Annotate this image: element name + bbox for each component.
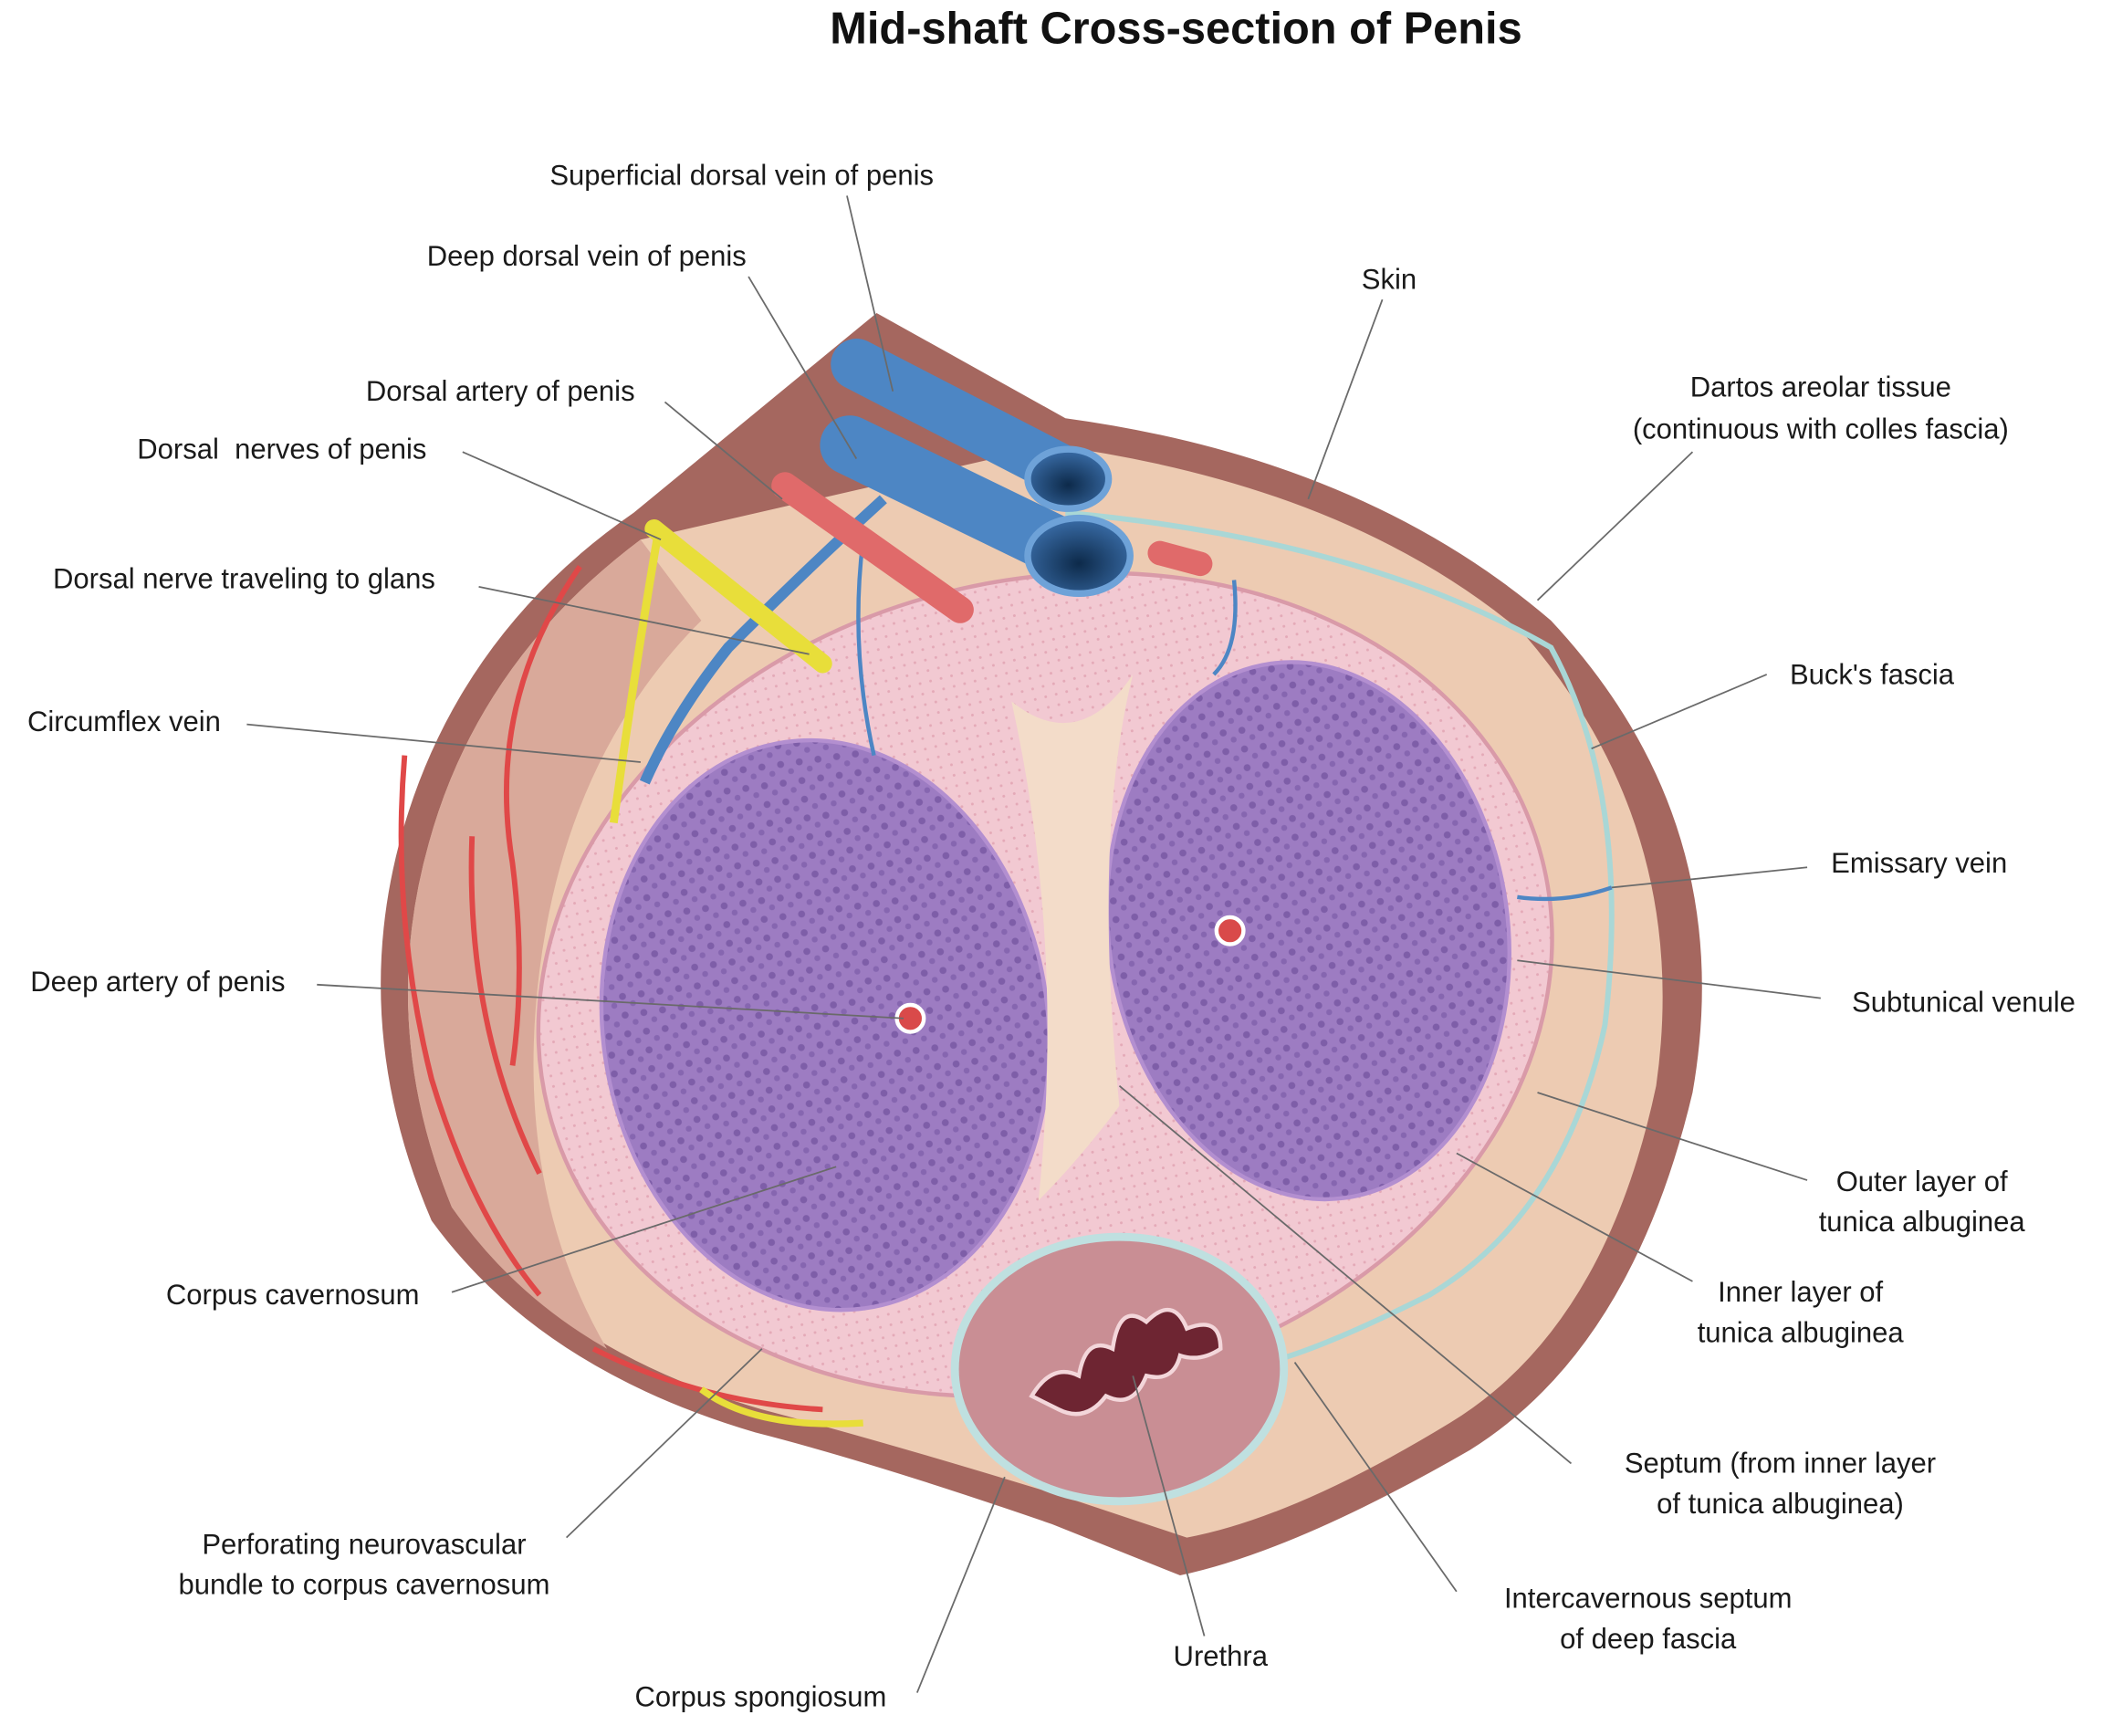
label-dartos-1: Dartos areolar tissue	[1690, 371, 1951, 403]
label-intercavernous-septum-1: Intercavernous septum	[1504, 1582, 1792, 1614]
label-bucks-fascia: Buck's fascia	[1790, 658, 1955, 690]
label-outer-layer-1: Outer layer of	[1836, 1166, 2008, 1197]
superficial-vein-lumen	[1024, 445, 1113, 512]
illustration	[381, 312, 1702, 1576]
septum	[1011, 674, 1134, 1201]
label-corpus-cavernosum: Corpus cavernosum	[166, 1279, 420, 1311]
label-outer-layer-2: tunica albuginea	[1819, 1206, 2026, 1238]
label-intercavernous-septum-2: of deep fascia	[1560, 1623, 1737, 1655]
emissary-vein	[1517, 885, 1613, 902]
bucks-fascia	[1065, 509, 1615, 1365]
label-superficial-dorsal-vein: Superficial dorsal vein of penis	[549, 160, 934, 192]
label-septum-2: of tunica albuginea)	[1657, 1488, 1904, 1520]
label-inner-layer-1: Inner layer of	[1718, 1276, 1883, 1308]
dorsal-artery	[771, 472, 974, 623]
circumflex-vein-branch	[856, 539, 876, 757]
perforating-nerve	[699, 1386, 863, 1427]
label-septum-1: Septum (from inner layer	[1625, 1448, 1936, 1480]
label-perforating-bundle-1: Perforating neurovascular	[202, 1528, 526, 1560]
subtunical-venule	[1212, 580, 1238, 676]
label-deep-artery: Deep artery of penis	[30, 966, 285, 998]
deep-vein-lumen	[1024, 514, 1134, 597]
label-dartos-2: (continuous with colles fascia)	[1633, 413, 2009, 444]
label-dorsal-nerve-glans: Dorsal nerve traveling to glans	[53, 562, 435, 594]
circumflex-nerve	[609, 532, 663, 824]
label-perforating-bundle-2: bundle to corpus cavernosum	[179, 1569, 550, 1601]
corpus-cavernosum-right	[1104, 660, 1511, 1202]
label-dorsal-nerves: Dorsal nerves of penis	[137, 434, 426, 465]
label-urethra: Urethra	[1174, 1640, 1269, 1672]
leader-lines	[246, 195, 1821, 1693]
corpus-cavernosum-left	[599, 737, 1051, 1312]
diagram-title: Mid-shaft Cross-section of Penis	[830, 4, 1521, 53]
dorsal-artery-right	[1147, 540, 1213, 577]
label-emissary-vein: Emissary vein	[1831, 847, 2007, 879]
dorsal-nerve	[644, 519, 832, 674]
label-inner-layer-2: tunica albuginea	[1698, 1316, 1905, 1348]
urethra	[1029, 1307, 1223, 1417]
deep-artery-right	[1214, 915, 1246, 946]
label-subtunical-venule: Subtunical venule	[1852, 986, 2075, 1018]
label-deep-dorsal-vein: Deep dorsal vein of penis	[427, 240, 747, 272]
label-skin: Skin	[1362, 263, 1417, 295]
label-dorsal-artery: Dorsal artery of penis	[366, 375, 635, 407]
lateral-surface	[407, 539, 702, 1349]
label-circumflex-vein: Circumflex vein	[27, 706, 221, 737]
surface-arteries	[398, 565, 823, 1413]
labels: Superficial dorsal vein of penis Deep do…	[27, 160, 2075, 1713]
label-corpus-spongiosum: Corpus spongiosum	[634, 1680, 886, 1712]
